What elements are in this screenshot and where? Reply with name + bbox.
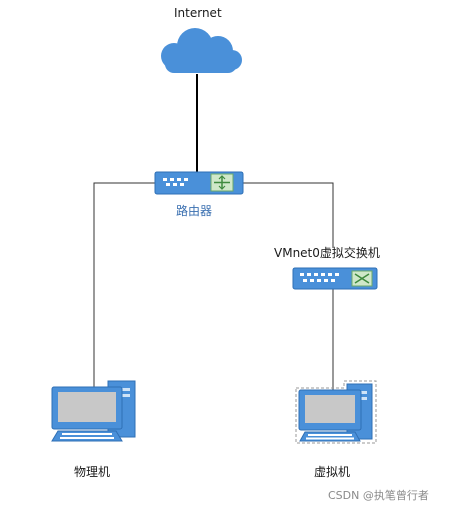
virtual-machine-label: 虚拟机 (314, 465, 351, 479)
switch-icon (292, 267, 378, 290)
router-vswitch-link (236, 182, 334, 248)
physical-machine-label: 物理机 (74, 465, 111, 479)
router-label: 路由器 (176, 204, 213, 218)
desktop-computer-icon (295, 380, 377, 444)
cloud-icon (161, 28, 242, 73)
router-physical-link (93, 182, 160, 388)
desktop-computer-icon (51, 380, 136, 442)
watermark: CSDN @执笔曾行者 (328, 489, 429, 502)
router-icon (154, 171, 244, 195)
vswitch-label: VMnet0虚拟交换机 (274, 246, 380, 260)
internet-label: Internet (174, 6, 222, 20)
